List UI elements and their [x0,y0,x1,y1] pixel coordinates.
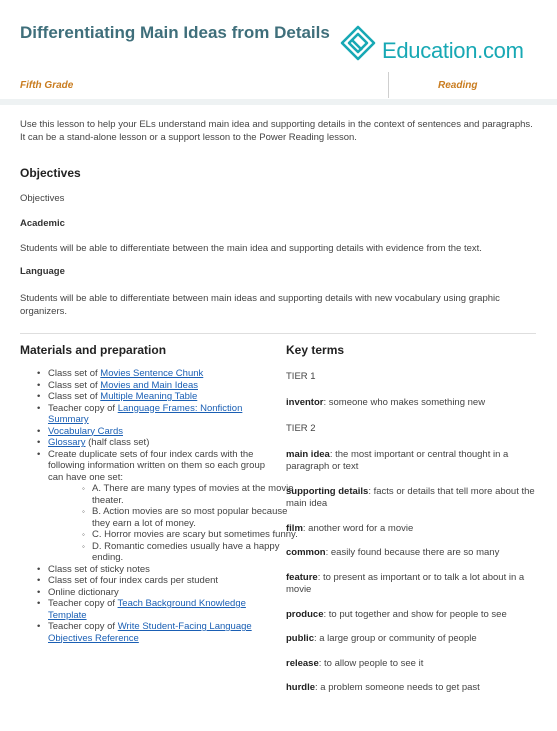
language-text: Students will be able to differentiate b… [20,293,500,317]
materials-item: Class set of Multiple Meaning Table [20,391,278,403]
index-card-item: A. There are many types of movies at the… [48,483,300,506]
meta-divider [388,72,389,98]
key-term-word: common [286,547,326,558]
key-term-word: feature [286,571,318,583]
materials-item: Class set of Movies Sentence Chunk [20,368,278,380]
materials-item: Class set of four index cards per studen… [20,575,278,587]
materials-item: Class set of Movies and Main Ideas [20,380,278,392]
materials-link[interactable]: Language Frames: Nonfiction Summary [48,402,243,426]
key-term-word: public [286,633,314,644]
key-term: produce: to put together and show for pe… [286,609,540,622]
materials-item-text: Teacher copy of [48,598,118,609]
materials-item-text: Class set of [48,368,101,379]
key-term-definition: : to allow people to see it [318,657,424,669]
key-term-word: main idea [286,448,330,460]
academic-text: Students will be able to differentiate b… [20,243,482,254]
index-card-item: B. Action movies are so most popular bec… [48,506,300,529]
key-term-definition: : another word for a movie [302,522,414,534]
materials-link[interactable]: Multiple Meaning Table [100,391,198,402]
key-term-word: supporting details [286,485,369,497]
key-term-definition: : easily found because there are so many [325,547,500,558]
materials-item: Vocabulary Cards [20,426,278,438]
lesson-meta: Fifth Grade Reading [20,78,536,95]
materials-item: Teacher copy of Teach Background Knowled… [20,598,278,621]
key-terms-heading: Key terms [286,343,345,357]
tier-1-label: TIER 1 [286,371,316,382]
grade-label: Fifth Grade [20,80,74,91]
materials-item-text: Online dictionary [48,586,119,598]
key-terms-section: Key terms TIER 1 inventor: someone who m… [286,343,540,707]
materials-item-suffix: (half class set) [85,437,150,448]
logo-wordmark: Education.com [382,38,524,63]
materials-item: Class set of sticky notes [20,564,278,576]
key-term-definition: : facts or details that tell more about … [286,485,535,510]
key-term-definition: : the most important or central thought … [286,448,509,473]
materials-link[interactable]: Write Student-Facing Language Objectives… [48,621,252,644]
tier-2-terms: main idea: the most important or central… [286,449,540,695]
materials-item-text: Class set of [48,379,101,391]
materials-heading: Materials and preparation [20,343,167,357]
pencil-diamond-icon [340,25,376,61]
key-terms-list: TIER 1 inventor: someone who makes somet… [286,371,540,695]
tier-1-terms: inventor: someone who makes something ne… [286,397,540,410]
index-card-item: D. Romantic comedies usually have a happ… [48,541,300,564]
materials-link[interactable]: Vocabulary Cards [48,425,123,437]
key-term: inventor: someone who makes something ne… [286,397,540,410]
tier-2-label: TIER 2 [286,423,316,434]
key-term: release: to allow people to see it [286,658,540,671]
key-term: supporting details: facts or details tha… [286,486,540,511]
materials-list: Class set of Movies Sentence ChunkClass … [20,368,298,644]
key-term: feature: to present as important or to t… [286,572,540,597]
key-term-word: film [286,522,303,534]
page-header: Differentiating Main Ideas from Details … [0,0,557,72]
materials-item-text: Teacher copy of [48,402,118,414]
key-term-definition: : to present as important or to talk a l… [286,571,525,596]
index-card-item: C. Horror movies are scary but sometimes… [48,529,300,541]
section-divider [20,333,536,334]
objectives-heading: Objectives [20,166,81,180]
key-term-definition: : to put together and show for people to… [323,608,507,620]
key-term: public: a large group or community of pe… [286,633,540,646]
subject-label: Reading [438,80,478,91]
objectives-subheading: Objectives [20,193,65,204]
materials-item: Online dictionary [20,587,278,599]
materials-item: Teacher copy of Write Student-Facing Lan… [20,621,278,644]
key-term-definition: : someone who makes something new [323,396,486,408]
key-term-word: release [286,657,319,669]
header-band [0,99,557,105]
page-title: Differentiating Main Ideas from Details [20,23,330,42]
materials-item: Teacher copy of Language Frames: Nonfict… [20,403,278,426]
materials-link[interactable]: Movies Sentence Chunk [100,368,204,379]
key-term-word: hurdle [286,682,316,693]
key-term-definition: : a large group or community of people [313,633,477,644]
key-term-word: inventor [286,396,324,408]
key-term: hurdle: a problem someone needs to get p… [286,682,540,695]
materials-link[interactable]: Glossary [48,437,86,448]
academic-heading: Academic [20,218,65,229]
key-term-definition: : a problem someone needs to get past [315,682,480,693]
materials-item-text: Class set of [48,391,101,402]
education-com-logo[interactable]: Education.com [338,24,543,66]
materials-link[interactable]: Teach Background Knowledge Template [48,598,246,621]
key-term: main idea: the most important or central… [286,449,540,474]
materials-item-text: Class set of four index cards per studen… [48,575,219,586]
materials-item-text: Teacher copy of [48,621,118,632]
materials-item-text: Class set of sticky notes [48,563,150,575]
materials-item: Create duplicate sets of four index card… [20,448,298,564]
language-heading: Language [20,266,65,277]
materials-link[interactable]: Movies and Main Ideas [100,379,198,391]
materials-section: Materials and preparation Class set of M… [20,343,298,644]
key-term: common: easily found because there are s… [286,547,540,560]
intro-text: Use this lesson to help your ELs underst… [20,119,533,143]
index-card-list: A. There are many types of movies at the… [48,483,298,564]
key-term-word: produce [286,608,324,620]
materials-item: Glossary (half class set) [20,437,278,449]
materials-item-text: Create duplicate sets of four index card… [48,448,266,483]
key-term: film: another word for a movie [286,523,540,536]
